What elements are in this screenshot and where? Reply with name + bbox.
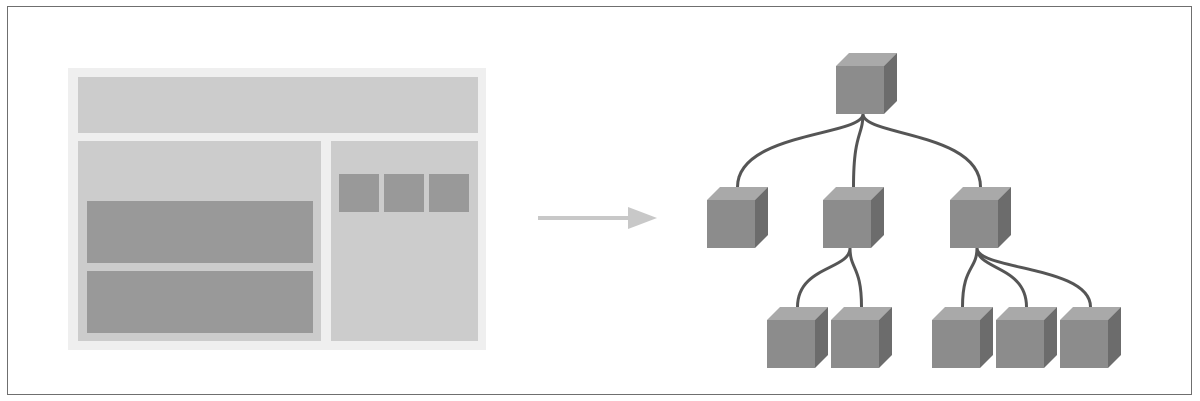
tree-edge-b-b2 [848,247,863,308]
layout-side-block-1 [339,174,379,212]
cube-icon [950,187,1011,248]
tree-edge-c-c1 [961,247,979,308]
cube-front-face [950,200,998,248]
tree-edge-root-b [852,113,865,188]
page-layout-wireframe-icon [68,68,486,350]
right-arrow-icon [538,207,657,229]
tree-edge-root-c [861,113,982,188]
layout-side-panel [331,141,478,341]
cube-top-face [1060,307,1121,320]
cube-top-face [707,187,768,200]
layout-side-block-2 [384,174,424,212]
arrow-head [628,207,657,229]
cube-icon [831,307,892,368]
cube-top-face [767,307,828,320]
cube-top-face [823,187,884,200]
cube-side-face [884,53,897,114]
cube-front-face [823,200,871,248]
cube-front-face [836,66,884,114]
cube-icon [823,187,884,248]
cube-icon [932,307,993,368]
cube-side-face [815,307,828,368]
cube-icon [836,53,897,114]
cube-top-face [950,187,1011,200]
layout-side-block-3 [429,174,469,212]
cube-side-face [879,307,892,368]
layout-main-block-2 [87,271,313,333]
cube-side-face [1108,307,1121,368]
cube-front-face [1060,320,1108,368]
tree-edge-c-c3 [975,247,1092,308]
cube-front-face [932,320,980,368]
cube-icon [1060,307,1121,368]
cube-top-face [836,53,897,66]
cube-side-face [755,187,768,248]
layout-header [78,77,478,133]
tree-edge-b-b1 [796,247,852,308]
tree-nodes [707,53,1121,368]
cube-side-face [998,187,1011,248]
cube-icon [996,307,1057,368]
cube-side-face [980,307,993,368]
tree-edge-root-a [736,113,865,188]
cube-top-face [932,307,993,320]
component-tree-icon [707,53,1121,368]
cube-side-face [1044,307,1057,368]
cube-front-face [831,320,879,368]
cube-top-face [996,307,1057,320]
cube-front-face [707,200,755,248]
tree-connectors [736,113,1092,308]
cube-icon [707,187,768,248]
cube-side-face [871,187,884,248]
cube-icon [767,307,828,368]
layout-main-block-1 [87,201,313,263]
cube-top-face [831,307,892,320]
cube-front-face [996,320,1044,368]
cube-front-face [767,320,815,368]
